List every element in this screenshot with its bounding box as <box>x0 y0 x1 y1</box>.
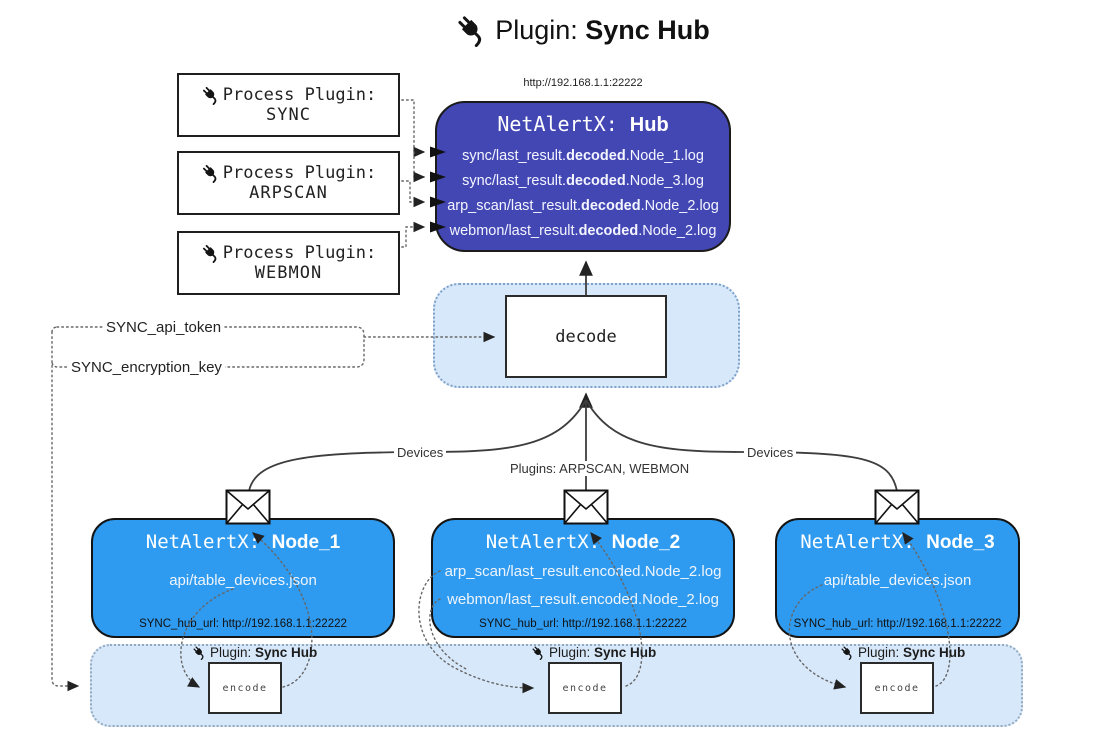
plug-icon <box>200 243 221 263</box>
node-3-box: NetAlertX: Node_3 api/table_devices.json… <box>775 518 1020 638</box>
node-file: webmon/last_result.encoded.Node_2.log <box>447 591 719 608</box>
node-file: api/table_devices.json <box>823 572 972 589</box>
process-plugin-label: Process Plugin: <box>222 243 377 263</box>
process-plugin-webmon-box: Process Plugin: WEBMON <box>177 231 400 295</box>
node-title: NetAlertX: Node_2 <box>485 531 681 553</box>
sync-encryption-key-label: SYNC_encryption_key <box>68 359 225 376</box>
node-title: NetAlertX: Node_3 <box>800 531 995 553</box>
hub-file: sync/last_result.decoded.Node_1.log <box>462 148 704 164</box>
page-title: Plugin: Sync Hub <box>495 14 710 45</box>
encode-box: encode <box>548 662 622 714</box>
node-file: api/table_devices.json <box>169 572 317 589</box>
hub-title: NetAlertX: Hub <box>497 112 669 136</box>
hub-file: sync/last_result.decoded.Node_3.log <box>462 173 704 189</box>
bar-plugin-label: Plugin: Sync Hub <box>531 645 656 660</box>
process-plugin-sync-box: Process Plugin: SYNC <box>177 73 400 137</box>
hub-box <box>435 101 731 252</box>
process-plugin-name: SYNC <box>266 105 311 125</box>
node-2-box: NetAlertX: Node_2 arp_scan/last_result.e… <box>431 518 735 638</box>
plug-icon <box>840 645 855 660</box>
node-hub-url: SYNC_hub_url: http://192.168.1.1:22222 <box>793 618 1002 630</box>
decode-box: decode <box>505 295 667 378</box>
plugins-center-label: Plugins: ARPSCAN, WEBMON <box>507 461 693 476</box>
hub-file: arp_scan/last_result.decoded.Node_2.log <box>447 198 719 214</box>
plug-icon <box>200 163 221 183</box>
process-plugin-arpscan-box: Process Plugin: ARPSCAN <box>177 151 400 215</box>
hub-file: webmon/last_result.decoded.Node_2.log <box>449 223 717 239</box>
bar-plugin-label: Plugin: Sync Hub <box>840 645 965 660</box>
process-plugin-label: Process Plugin: <box>222 163 377 183</box>
bar-plugin-label: Plugin: Sync Hub <box>192 645 317 660</box>
process-plugin-name: WEBMON <box>254 263 323 283</box>
hub-file-list: sync/last_result.decoded.Node_1.log sync… <box>437 144 729 244</box>
sync-api-token-label: SYNC_api_token <box>103 319 225 336</box>
devices-left-label: Devices <box>394 445 447 460</box>
node-hub-url: SYNC_hub_url: http://192.168.1.1:22222 <box>479 618 687 630</box>
encode-box: encode <box>208 662 282 714</box>
process-plugin-name: ARPSCAN <box>249 183 328 203</box>
hub-url-label: http://192.168.1.1:22222 <box>523 77 643 89</box>
envelope-icon <box>563 489 609 525</box>
devices-right-label: Devices <box>744 445 797 460</box>
envelope-icon <box>225 489 271 525</box>
node-file: arp_scan/last_result.encoded.Node_2.log <box>444 563 722 580</box>
process-plugin-label: Process Plugin: <box>222 85 377 105</box>
diagram-title: Plugin: Sync Hub <box>0 13 1117 47</box>
plug-icon <box>192 645 207 660</box>
node-1-box: NetAlertX: Node_1 api/table_devices.json… <box>91 518 395 638</box>
encode-box: encode <box>860 662 934 714</box>
plug-icon <box>531 645 546 660</box>
plug-icon <box>200 85 221 105</box>
envelope-icon <box>874 489 920 525</box>
node-title: NetAlertX: Node_1 <box>145 531 341 553</box>
node-hub-url: SYNC_hub_url: http://192.168.1.1:22222 <box>139 618 347 630</box>
plug-icon <box>455 13 489 47</box>
